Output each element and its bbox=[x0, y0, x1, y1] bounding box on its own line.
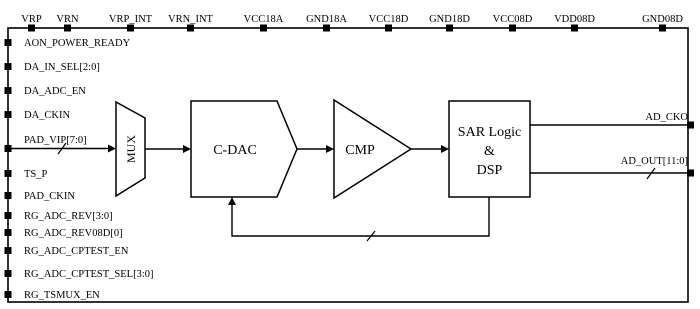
left-pin-label-da-ckin: DA_CKIN bbox=[24, 110, 70, 121]
ad-cko-output: AD_CKO bbox=[530, 112, 694, 129]
left-pin-marker-da-ckin bbox=[4, 111, 12, 118]
top-pin-label-vrp-int: VRP_INT bbox=[109, 14, 153, 25]
ad-cko-label: AD_CKO bbox=[645, 112, 688, 123]
cmp-shape bbox=[333, 98, 413, 200]
left-pin-label-rg-adc-cptest-en: RG_ADC_CPTEST_EN bbox=[24, 246, 129, 257]
top-pin-group: VRP VRN VRP_INT VRN_INT VCC18A GND18A VC… bbox=[21, 14, 683, 32]
left-pin-marker-pad-vip bbox=[4, 145, 12, 152]
left-pin-label-da-in-sel: DA_IN_SEL[2:0] bbox=[24, 62, 100, 73]
mux-block: MUX bbox=[115, 100, 146, 198]
sar-logic-label-line1: SAR Logic bbox=[458, 125, 521, 140]
left-pin-label-pad-ckin: PAD_CKIN bbox=[24, 191, 75, 202]
top-pin-label-vcc18d: VCC18D bbox=[369, 14, 409, 25]
top-pin-label-vrn-int: VRN_INT bbox=[168, 14, 213, 25]
cdac-block: C-DAC bbox=[190, 100, 298, 198]
sar-logic-label-line2: & bbox=[484, 144, 495, 159]
left-pin-label-pad-vip: PAD_VIP[7:0] bbox=[24, 135, 87, 146]
left-pin-label-rg-tsmux-en: RG_TSMUX_EN bbox=[24, 290, 100, 301]
left-pin-label-aon-power-ready: AON_POWER_READY bbox=[24, 38, 131, 49]
top-pin-marker-vrn-int bbox=[187, 24, 194, 32]
feedback-bus bbox=[228, 197, 490, 242]
sar-logic-shape bbox=[448, 100, 531, 198]
top-pin-marker-vcc08d bbox=[509, 24, 516, 32]
ad-cko-pin-marker bbox=[687, 121, 694, 129]
cdac-to-cmp-wire bbox=[297, 145, 334, 153]
left-pin-group: AON_POWER_READY DA_IN_SEL[2:0] DA_ADC_EN… bbox=[4, 38, 154, 301]
left-pin-label-rg-adc-rev08d: RG_ADC_REV08D[0] bbox=[24, 228, 123, 239]
mux-to-cdac-wire bbox=[145, 145, 191, 153]
top-pin-label-vrp: VRP bbox=[21, 14, 42, 25]
top-pin-marker-gnd18a bbox=[323, 24, 330, 32]
left-pin-marker-rg-adc-cptest-en bbox=[4, 247, 12, 254]
ad-out-pin-marker bbox=[687, 169, 694, 177]
ad-out-output: AD_OUT[11:0] bbox=[530, 156, 694, 180]
left-pin-label-da-adc-en: DA_ADC_EN bbox=[24, 86, 86, 97]
top-pin-marker-vcc18a bbox=[260, 24, 267, 32]
top-pin-label-gnd08d: GND08D bbox=[642, 14, 683, 25]
left-pin-marker-rg-adc-rev08d bbox=[4, 229, 12, 236]
module-boundary bbox=[7, 27, 689, 303]
left-pin-label-rg-adc-rev: RG_ADC_REV[3:0] bbox=[24, 211, 113, 222]
feedback-bus-slash bbox=[366, 230, 376, 242]
cdac-to-cmp-arrowhead bbox=[326, 145, 334, 153]
top-pin-label-vrn: VRN bbox=[56, 14, 79, 25]
pad-vip-bus-slash bbox=[57, 142, 67, 155]
top-pin-marker-vdd08d bbox=[571, 24, 578, 32]
mux-to-cdac-arrowhead bbox=[183, 145, 191, 153]
left-pin-label-ts-p: TS_P bbox=[24, 169, 48, 180]
cmp-to-sar-wire bbox=[411, 145, 449, 153]
sar-logic-block: SAR Logic & DSP bbox=[448, 100, 531, 198]
feedback-arrowhead bbox=[228, 197, 236, 205]
top-pin-label-vcc18a: VCC18A bbox=[244, 14, 284, 25]
cmp-label: CMP bbox=[345, 143, 375, 158]
cmp-to-sar-arrowhead bbox=[441, 145, 449, 153]
mux-shape bbox=[115, 100, 146, 198]
top-pin-marker-gnd08d bbox=[659, 24, 666, 32]
cmp-block: CMP bbox=[333, 98, 413, 200]
pad-vip-bus bbox=[11, 142, 116, 155]
top-pin-marker-vrp-int bbox=[127, 24, 134, 32]
pad-vip-arrowhead bbox=[108, 144, 116, 153]
ad-out-bus-slash bbox=[646, 167, 656, 180]
top-pin-marker-gnd18d bbox=[446, 24, 453, 32]
top-pin-marker-vrp bbox=[28, 24, 35, 32]
top-pin-label-vcc08d: VCC08D bbox=[493, 14, 533, 25]
left-pin-marker-rg-adc-cptest-sel bbox=[4, 270, 12, 277]
cdac-label: C-DAC bbox=[213, 143, 257, 158]
left-pin-marker-da-adc-en bbox=[4, 87, 12, 94]
left-pin-label-rg-adc-cptest-sel: RG_ADC_CPTEST_SEL[3:0] bbox=[24, 269, 154, 280]
left-pin-marker-rg-adc-rev bbox=[4, 212, 12, 219]
left-pin-marker-aon-power-ready bbox=[4, 39, 12, 46]
feedback-wire bbox=[231, 197, 490, 237]
top-pin-marker-vcc18d bbox=[385, 24, 392, 32]
top-pin-label-gnd18d: GND18D bbox=[429, 14, 470, 25]
left-pin-marker-da-in-sel bbox=[4, 63, 12, 70]
top-pin-label-gnd18a: GND18A bbox=[306, 14, 347, 25]
sar-logic-label-line3: DSP bbox=[477, 163, 503, 178]
mux-label: MUX bbox=[124, 135, 138, 163]
ad-out-label: AD_OUT[11:0] bbox=[621, 156, 688, 167]
left-pin-marker-rg-tsmux-en bbox=[4, 291, 12, 298]
left-pin-marker-ts-p bbox=[4, 170, 12, 177]
top-pin-marker-vrn bbox=[64, 24, 71, 32]
cdac-shape bbox=[190, 100, 298, 198]
top-pin-label-vdd08d: VDD08D bbox=[554, 14, 595, 25]
left-pin-marker-pad-ckin bbox=[4, 192, 12, 199]
